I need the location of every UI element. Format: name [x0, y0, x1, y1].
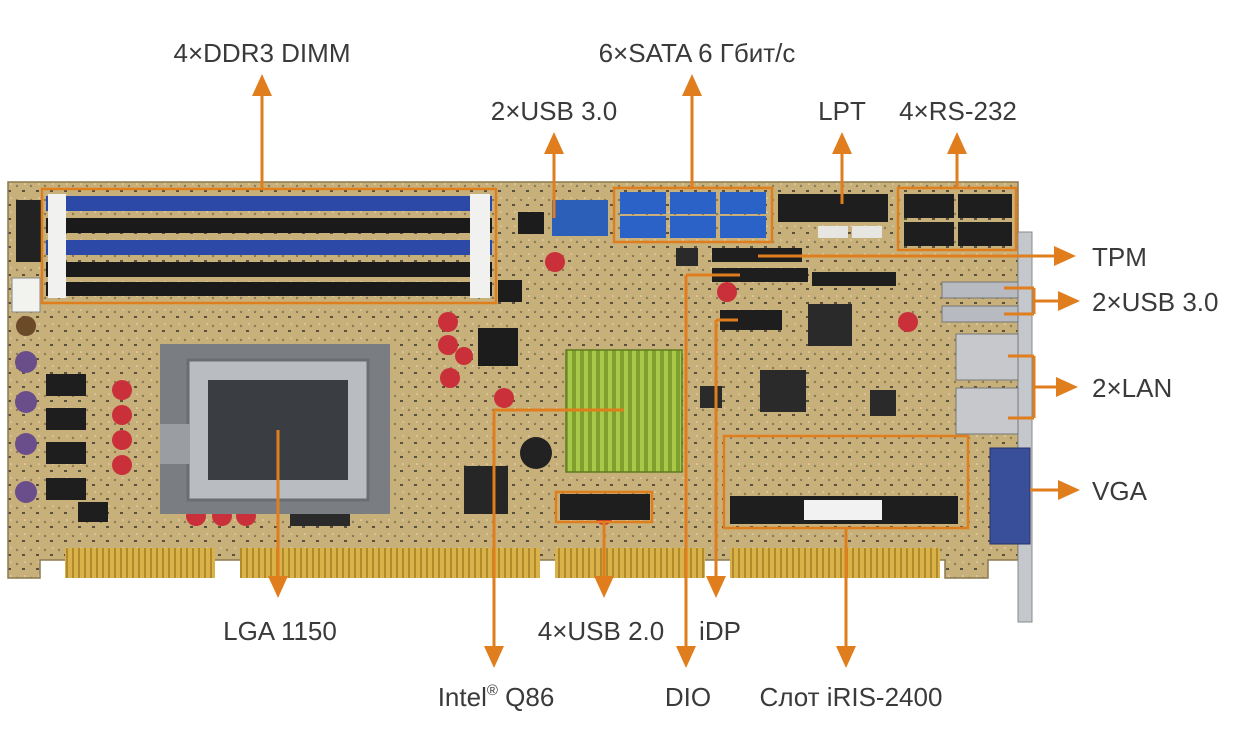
- label-idp: iDP: [699, 616, 741, 646]
- edge-connector: [555, 548, 705, 578]
- label-usb30-right: 2×USB 3.0: [1092, 287, 1218, 317]
- labels: 4×DDR3 DIMM 6×SATA 6 Гбит/с 2×USB 3.0 LP…: [174, 38, 1219, 712]
- label-usb20: 4×USB 2.0: [538, 616, 664, 646]
- label-intel-registered: ®: [487, 682, 498, 699]
- label-dio: DIO: [665, 682, 711, 712]
- iris-slot: [730, 496, 958, 524]
- vrm-chips: [46, 374, 350, 526]
- label-rs232: 4×RS-232: [899, 96, 1017, 126]
- label-intel-model: Q86: [498, 682, 554, 712]
- label-tpm: TPM: [1092, 242, 1147, 272]
- edge-connector: [730, 548, 940, 578]
- rs232-headers: [904, 194, 1012, 246]
- label-intel-name: Intel: [438, 682, 487, 712]
- box-dimm: [40, 187, 498, 305]
- ics: [464, 248, 896, 514]
- io-bracket: [1017, 231, 1033, 623]
- label-sata: 6×SATA 6 Гбит/с: [599, 38, 796, 68]
- annotation-arrows: [252, 74, 1080, 668]
- label-lga: LGA 1150: [223, 616, 337, 646]
- power-connector: [11, 277, 41, 313]
- label-iris: Слот iRIS-2400: [760, 682, 943, 712]
- label-intel: Intel® Q86: [438, 682, 555, 712]
- rear-ports: [941, 281, 1031, 545]
- label-lpt: LPT: [818, 96, 866, 126]
- power-connector: [16, 200, 42, 262]
- label-vga: VGA: [1092, 476, 1148, 506]
- cpu-socket: [160, 344, 390, 514]
- edge-connector: [65, 548, 215, 578]
- dimm-slots: [46, 194, 492, 298]
- dio-header: [712, 268, 808, 282]
- usb20-headers: [560, 494, 650, 520]
- label-usb30-top: 2×USB 3.0: [491, 96, 617, 126]
- usb30-header: [552, 200, 608, 236]
- sata-connectors: [620, 192, 766, 238]
- label-dimm: 4×DDR3 DIMM: [174, 38, 351, 68]
- idp-header: [720, 310, 782, 330]
- motherboard: [7, 181, 1033, 623]
- edge-connector: [240, 548, 540, 578]
- label-lan: 2×LAN: [1092, 373, 1172, 403]
- tpm-header: [712, 248, 802, 262]
- lpt-header: [778, 194, 888, 222]
